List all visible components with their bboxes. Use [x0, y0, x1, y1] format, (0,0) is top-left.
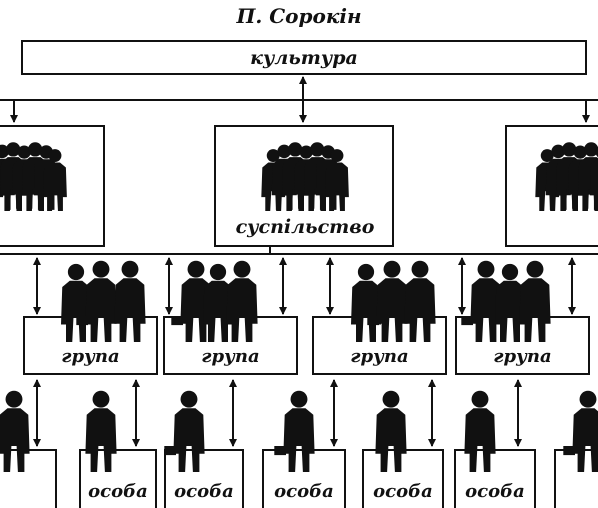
- person-label: особа: [174, 481, 234, 502]
- person-box-right: [554, 449, 598, 508]
- person-label: особа: [88, 481, 148, 502]
- person-box: [454, 449, 536, 508]
- society-label: суспільство: [235, 216, 375, 238]
- group-label: група: [61, 346, 120, 367]
- person-label: особа: [373, 481, 433, 502]
- culture-box: [21, 40, 587, 75]
- culture-label: культура: [250, 47, 358, 69]
- group-label: група: [493, 346, 552, 367]
- person-box-left: [0, 449, 57, 508]
- diagram-title: П. Сорокін: [236, 4, 362, 28]
- person-label: особа: [274, 481, 334, 502]
- person-label: особа: [465, 481, 525, 502]
- group-label: група: [350, 346, 409, 367]
- group-label: група: [201, 346, 260, 367]
- person-box: [164, 449, 244, 508]
